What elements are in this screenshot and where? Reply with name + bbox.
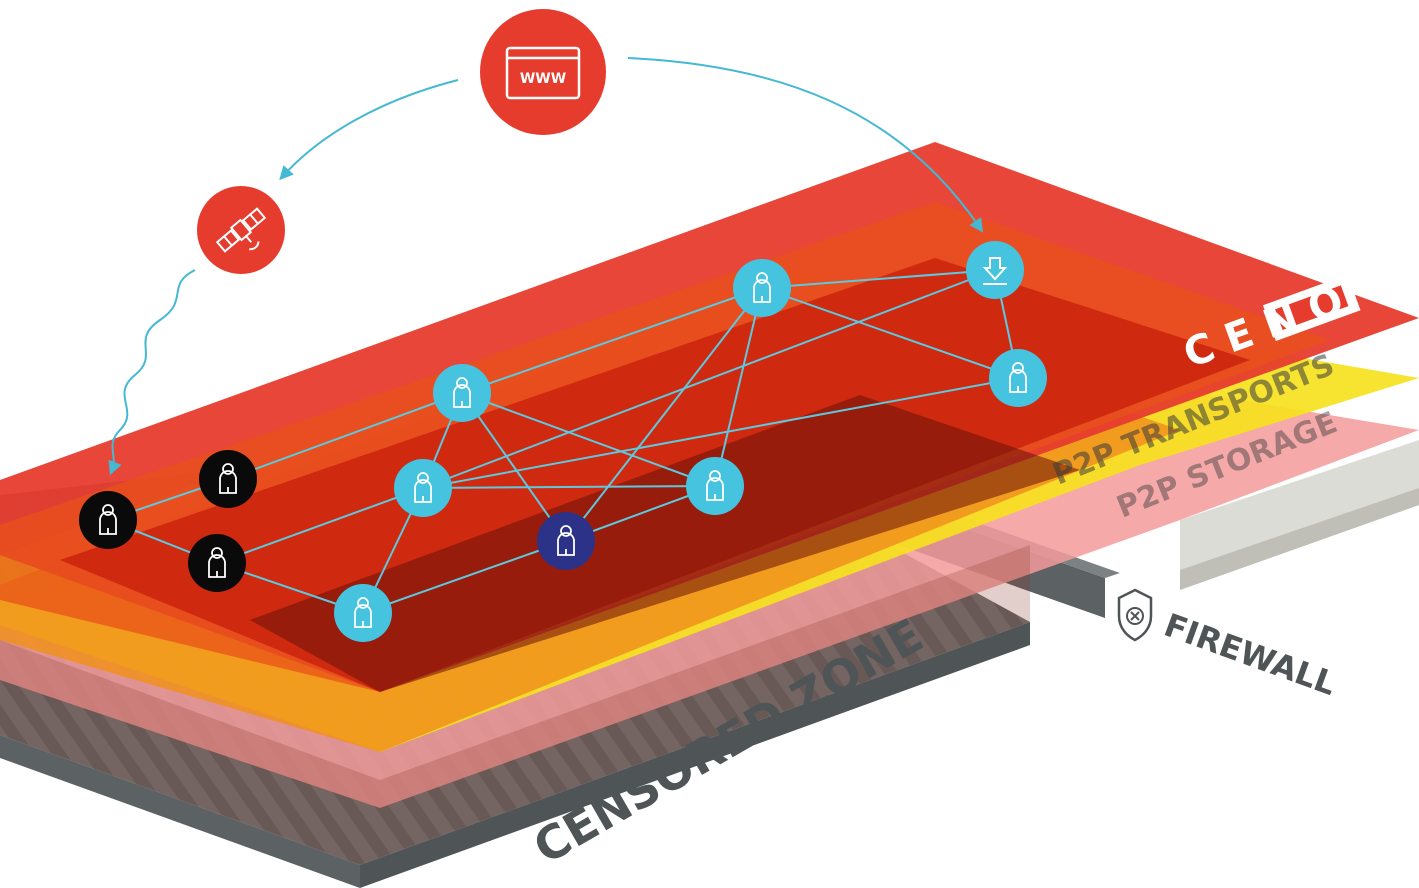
- browser-window-icon: WWW: [505, 46, 581, 100]
- arrow-satellite-to-node: [108, 269, 196, 476]
- person-icon: [219, 463, 237, 494]
- person-icon: [706, 470, 724, 501]
- satellite-node: [197, 186, 285, 274]
- censored-peer-node: [188, 534, 246, 592]
- peer-node: [989, 349, 1047, 407]
- peer-node: [334, 584, 392, 642]
- firewall-label-group: FIREWALL: [1117, 588, 1341, 703]
- satellite-icon: [215, 207, 267, 253]
- ceno-top-layer: [0, 142, 1419, 692]
- peer-nodes: [79, 241, 1047, 642]
- person-icon: [208, 547, 226, 578]
- peer-node-highlighted: [537, 512, 595, 570]
- peer-node: [433, 364, 491, 422]
- person-icon: [99, 504, 117, 535]
- peer-node: [394, 459, 452, 517]
- person-icon: [414, 472, 432, 503]
- shield-x-icon: [1117, 588, 1153, 642]
- web-icon-text: WWW: [520, 71, 566, 87]
- censored-peer-node: [199, 450, 257, 508]
- firewall-label: FIREWALL: [1159, 606, 1341, 703]
- arrow-web-to-download: [627, 57, 984, 233]
- download-node: [966, 241, 1024, 299]
- person-icon: [1009, 362, 1027, 393]
- person-icon: [354, 597, 372, 628]
- peer-node: [733, 259, 791, 317]
- web-node: WWW: [480, 9, 606, 135]
- flow-arrows: [108, 57, 984, 476]
- person-icon: [453, 377, 471, 408]
- censored-peer-node: [79, 491, 137, 549]
- peer-node: [686, 457, 744, 515]
- arrow-web-to-satellite: [279, 79, 459, 181]
- download-icon: [982, 257, 1008, 285]
- person-icon: [753, 272, 771, 303]
- person-icon: [557, 525, 575, 556]
